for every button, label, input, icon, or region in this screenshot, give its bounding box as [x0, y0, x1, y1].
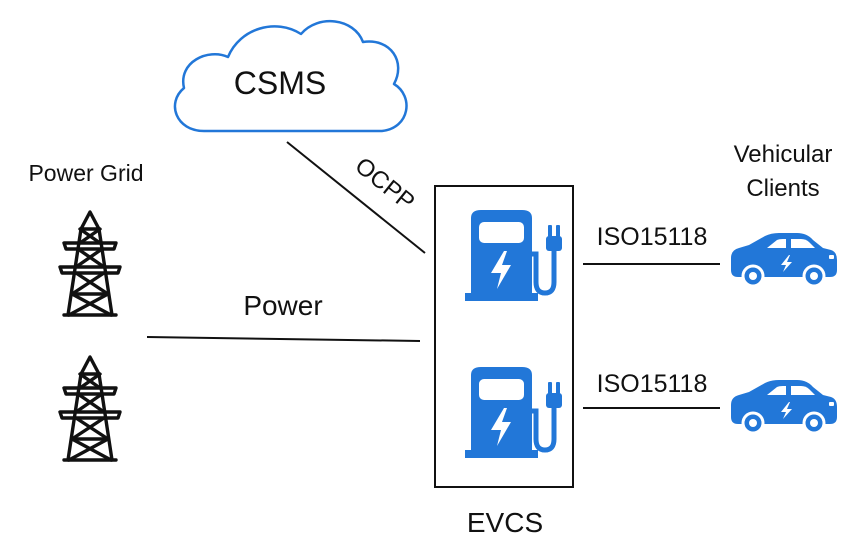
- cloud-icon: [173, 20, 408, 133]
- vehicular-label-line2: Clients: [746, 175, 819, 202]
- evcs-box: EVCS: [434, 185, 574, 537]
- iso15118-link-top: ISO15118: [583, 223, 720, 265]
- vehicular-clients: Vehicular Clients: [729, 141, 839, 435]
- electric-car-icon: [729, 378, 839, 435]
- csms-label: CSMS: [234, 65, 326, 101]
- iso15118-label-top: ISO15118: [597, 223, 708, 251]
- power-grid-label: Power Grid: [28, 160, 143, 186]
- power-line: [146, 336, 421, 342]
- iso15118-label-bottom: ISO15118: [597, 370, 708, 398]
- power-label: Power: [243, 290, 322, 321]
- ocpp-link: OCPP: [286, 141, 426, 254]
- iso15118-link-bottom: ISO15118: [583, 370, 720, 409]
- electric-car-icon: [729, 231, 839, 288]
- vehicular-label-line1: Vehicular: [734, 141, 833, 168]
- transmission-tower-icon: [58, 355, 122, 462]
- ocpp-label: OCPP: [350, 152, 420, 216]
- transmission-tower-icon: [58, 210, 122, 317]
- power-grid: Power Grid: [28, 160, 144, 462]
- evcs-label: EVCS: [467, 507, 543, 537]
- ocpp-line: [286, 141, 426, 254]
- power-link: Power: [146, 290, 421, 342]
- csms-cloud: CSMS: [173, 20, 408, 133]
